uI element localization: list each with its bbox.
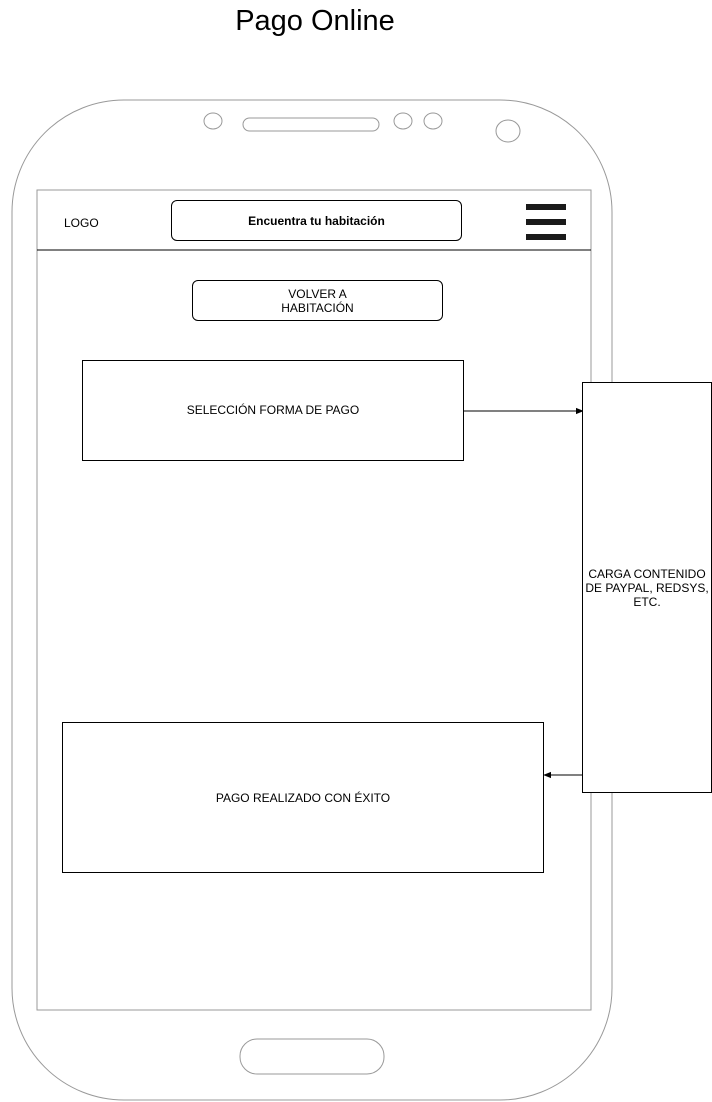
sensor-right — [423, 112, 443, 130]
payment-method-selection[interactable]: SELECCIÓN FORMA DE PAGO — [82, 360, 464, 461]
front-camera — [203, 112, 223, 130]
payment-success-panel: PAGO REALIZADO CON ÉXITO — [62, 722, 544, 873]
menu-bar — [526, 204, 566, 210]
phone-screen — [36, 189, 592, 1011]
search-button[interactable]: Encuentra tu habitación — [171, 200, 462, 241]
sensor-left — [393, 112, 413, 130]
external-payment-content-panel: CARGA CONTENIDO DE PAYPAL, REDSYS, ETC. — [582, 382, 712, 793]
menu-bar — [526, 234, 566, 240]
logo-label: LOGO — [64, 216, 99, 230]
back-to-room-button[interactable]: VOLVER A HABITACIÓN — [192, 280, 443, 321]
hamburger-menu-icon[interactable] — [526, 204, 566, 240]
menu-bar — [526, 219, 566, 225]
page-title: Pago Online — [235, 5, 395, 37]
speaker-grille — [242, 117, 380, 132]
proximity-sensor — [495, 119, 521, 143]
home-button[interactable] — [239, 1038, 385, 1075]
